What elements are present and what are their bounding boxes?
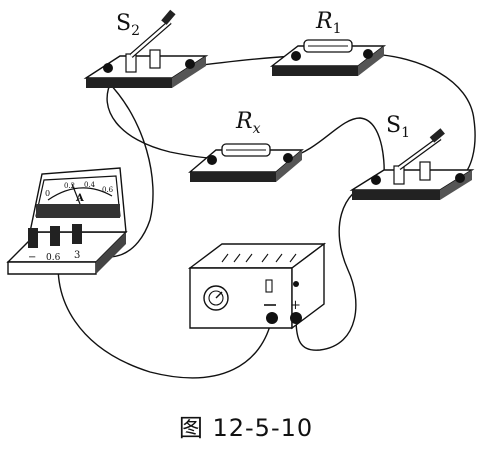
wire-ammeter-supply [57,247,273,379]
ammeter-scale-0.4: 0.4 [84,181,96,189]
resistor-rx [188,143,304,182]
resistor-r1 [269,39,387,76]
switch-s1 [349,128,475,200]
ammeter-term-minus: − [28,252,36,263]
label-rx: Rx [235,109,261,137]
wire-s1-supply [295,181,375,351]
wire-rx-s1 [287,117,385,177]
wire-r1-s1 [369,53,476,177]
power-supply: − + [187,242,327,330]
ammeter-scale-0: 0 [45,189,50,198]
ammeter-term-0.6: 0.6 [46,253,61,263]
label-s1: S1 [386,113,410,141]
wires [57,53,476,379]
ammeter-unit: A [75,193,84,204]
switch-s2 [83,9,209,88]
label-s2: S2 [116,11,140,39]
ammeter-scale-0.2: 0.2 [64,182,75,190]
label-r1: R1 [315,9,342,37]
ammeter-term-3: 3 [74,250,80,261]
ammeter-scale-0.6: 0.6 [102,186,114,194]
wire-s2-rx [106,79,213,159]
supply-term-plus: + [290,298,301,313]
figure-caption: 图 12-5-10 [178,414,314,442]
ammeter: 0 0.2 0.4 0.6 A − 0.6 3 [6,167,128,275]
